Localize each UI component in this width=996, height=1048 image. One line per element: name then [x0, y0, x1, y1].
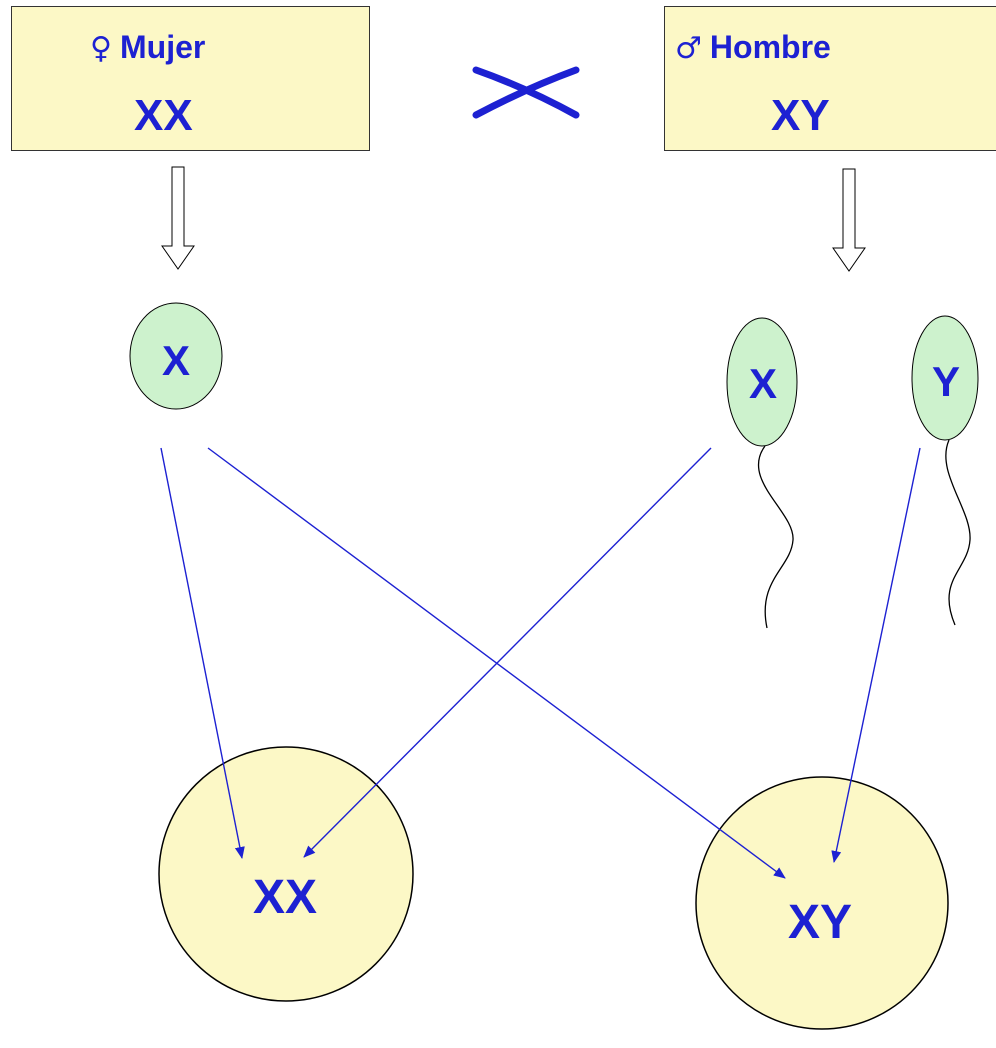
male-symbol-icon: ♂ — [675, 31, 702, 66]
male-gamete-x: X — [726, 317, 798, 629]
female-gamete-x: X — [129, 302, 223, 410]
female-parent-label: ♀Mujer — [90, 29, 205, 66]
male-gamete-x-label: X — [749, 360, 777, 407]
offspring-xx-label: XX — [253, 871, 317, 924]
male-gamete-y: Y — [911, 315, 979, 626]
male-meiosis-arrow — [832, 168, 866, 272]
offspring-xy-label: XY — [788, 896, 852, 949]
arrow-sperm-x-to-xx — [303, 447, 712, 858]
male-parent-genotype: XY — [771, 91, 830, 140]
male-parent-box: ♂Hombre XY — [664, 6, 996, 151]
male-gamete-y-label: Y — [932, 358, 960, 405]
female-parent-genotype: XX — [134, 91, 193, 140]
offspring-xy: XY — [695, 776, 949, 1030]
cross-symbol — [472, 66, 580, 119]
fertilization-arrows — [160, 447, 921, 879]
sperm-tail — [945, 439, 971, 626]
arrow-egg-to-xx — [160, 447, 245, 859]
female-parent-box: ♀Mujer XX — [11, 6, 370, 151]
female-parent-name: Mujer — [119, 29, 206, 65]
sperm-tail — [757, 445, 794, 629]
female-meiosis-arrow — [161, 166, 195, 270]
arrow-sperm-y-to-xy — [831, 447, 921, 863]
female-gamete-label: X — [162, 337, 190, 384]
female-symbol-icon: ♀ — [90, 31, 112, 66]
male-parent-label: ♂Hombre — [675, 29, 831, 66]
male-parent-name: Hombre — [709, 29, 831, 65]
